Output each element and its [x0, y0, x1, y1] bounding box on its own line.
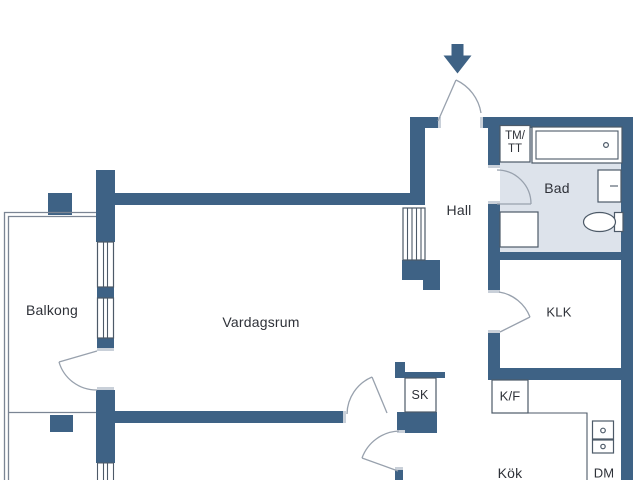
wall-sk-bottom [397, 412, 437, 433]
fixture-label-kf: K/F [499, 388, 521, 404]
wall-door-stub-bottom [395, 470, 403, 480]
wall-window-mullion [97, 287, 114, 298]
room-label-klk: KLK [546, 304, 572, 320]
kitchen-counter [528, 412, 588, 480]
wall-bad-left-upper [488, 128, 500, 165]
entrance-arrow-icon [443, 44, 472, 74]
fixture-label-tm-tt: TM/ TT [505, 130, 525, 156]
wall-outer-right [621, 117, 633, 480]
sk-closet-box [404, 377, 437, 413]
room-label-kok: Kök [497, 465, 523, 480]
wall-hall-block [402, 260, 440, 280]
door-bathroom [496, 169, 532, 205]
wall-sk-top [405, 372, 445, 378]
bathroom-cabinet [499, 211, 539, 248]
tm-tt-line1: TM/ [505, 129, 525, 142]
room-label-vardagsrum: Vardagsrum [222, 314, 300, 330]
window-3 [96, 462, 115, 480]
wall-stub-balcony-top [48, 193, 72, 215]
door-vardagsrum-bottom [346, 376, 388, 415]
window-1 [96, 241, 115, 288]
kitchen-fixtures [491, 379, 615, 480]
window-2 [96, 297, 115, 339]
door-klk [498, 291, 531, 333]
wall-hall-left [410, 128, 425, 205]
wall-vardagsrum-top [115, 193, 410, 205]
washer-dryer-box [499, 124, 531, 163]
wall-klk-kok [488, 368, 633, 380]
door-entrance [437, 79, 482, 122]
wall-klk-left-upper [488, 260, 500, 290]
doors [58, 79, 532, 472]
door-lower-room [361, 430, 400, 472]
wall-entry-top-left [410, 117, 438, 128]
bathroom-fixtures [499, 124, 624, 248]
toilet [582, 211, 624, 233]
wall-sk-left [395, 362, 405, 378]
wall-bad-left-lower [488, 204, 500, 252]
door-balcony [58, 350, 98, 391]
wall-klk-left-lower [488, 333, 500, 368]
room-label-balkong: Balkong [26, 302, 78, 318]
wall-stub-balcony-bottom [50, 415, 73, 432]
tm-tt-line2: TT [507, 143, 523, 155]
sink [597, 169, 622, 203]
room-label-bad: Bad [544, 180, 570, 196]
hall-wardrobe [402, 207, 426, 261]
wall-bad-klk [488, 252, 633, 260]
wall-hall-stub [423, 280, 440, 290]
fixture-label-sk: SK [411, 388, 429, 402]
wall-pillar-top-left [96, 170, 115, 242]
balcony-railing [3, 211, 96, 480]
wall-window-end [97, 338, 114, 351]
door-hinge-caps [97, 117, 500, 470]
kitchen-sink [591, 420, 615, 454]
windows [96, 241, 115, 480]
wall-vardagsrum-bottom [115, 411, 346, 423]
walls [48, 117, 633, 480]
wall-pillar-bottom-left [96, 390, 115, 463]
fridge-freezer-box [491, 379, 529, 414]
wall-entry-top-right [483, 117, 633, 128]
fixture-label-dm: DM [593, 465, 615, 480]
bathtub [531, 126, 623, 164]
room-label-hall: Hall [446, 202, 472, 218]
